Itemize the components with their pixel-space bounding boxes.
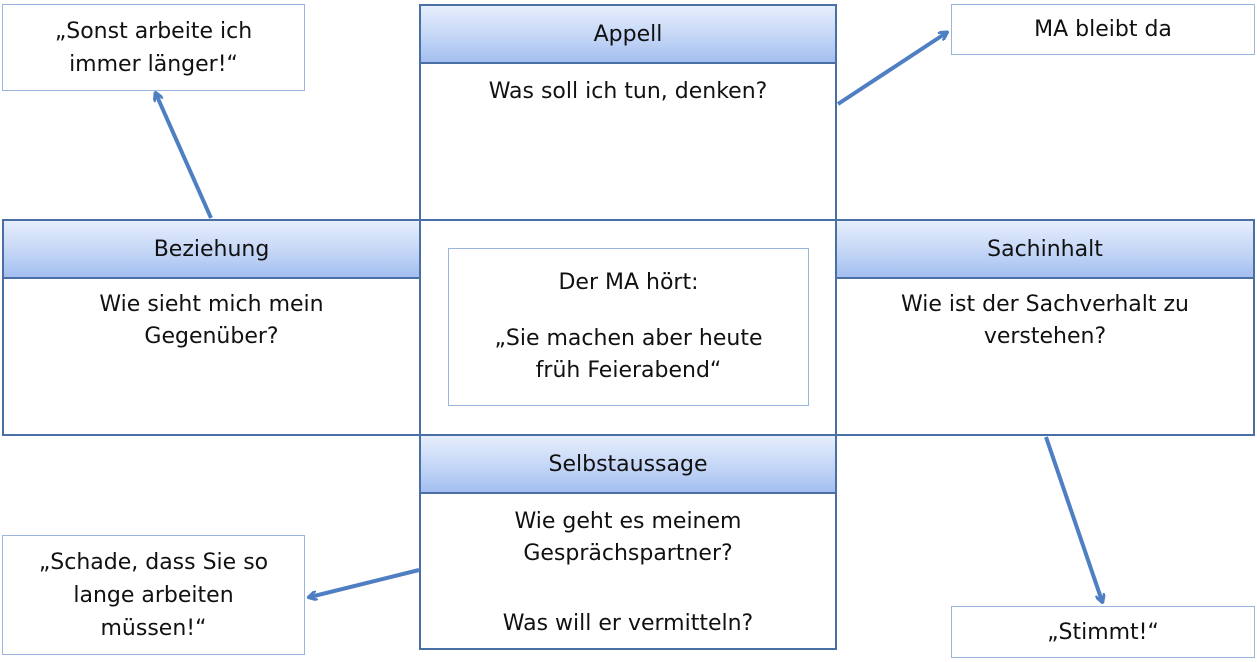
selbstaussage-panel: Selbstaussage Wie geht es meinem Gespräc… [419,434,837,650]
note-bottom-left-line-3: müssen!“ [100,615,207,641]
sachinhalt-panel: Sachinhalt Wie ist der Sachverhalt zu ve… [835,219,1255,436]
note-top-right: MA bleibt da [951,4,1255,55]
center-message-box: Der MA hört: „Sie machen aber heute früh… [448,248,809,406]
center-line-2: „Sie machen aber heute [494,326,763,351]
beziehung-header: Beziehung [4,221,419,279]
arrow-sachinhalt-to-note [1044,436,1102,601]
note-top-left: „Sonst arbeite ich immer länger!“ [2,4,305,91]
beziehung-question-line-1: Wie sieht mich mein [99,292,324,317]
note-bottom-right-text: „Stimmt!“ [1047,619,1159,645]
beziehung-question-line-2: Gegenüber? [144,324,279,349]
sachinhalt-question-line-1: Wie ist der Sachverhalt zu [901,292,1189,317]
sachinhalt-question-line-2: verstehen? [983,324,1107,349]
note-bottom-left: „Schade, dass Sie so lange arbeiten müss… [2,535,305,655]
arrow-selbstaussage-to-note [310,568,420,597]
appell-question: Was soll ich tun, denken? [488,79,768,104]
sachinhalt-header: Sachinhalt [837,221,1253,279]
note-bottom-left-line-1: „Schade, dass Sie so [38,549,269,575]
selbstaussage-question-line-1: Wie geht es meinem [514,509,742,534]
note-top-right-text: MA bleibt da [1034,17,1172,42]
arrow-beziehung-to-note [156,94,213,219]
note-top-left-line-1: „Sonst arbeite ich [54,18,253,44]
appell-header: Appell [421,6,835,64]
note-bottom-right: „Stimmt!“ [951,606,1255,658]
beziehung-panel: Beziehung Wie sieht mich mein Gegenüber? [2,219,421,436]
selbstaussage-header: Selbstaussage [421,436,835,494]
selbstaussage-question: Wie geht es meinem Gesprächspartner? Was… [421,506,835,640]
center-line-1: Der MA hört: [558,270,699,295]
selbstaussage-question-line-3: Was will er vermitteln? [502,611,754,636]
selbstaussage-question-line-2: Gesprächspartner? [523,541,733,566]
center-line-3: früh Feierabend“ [535,358,722,383]
note-top-left-line-2: immer länger!“ [69,51,238,77]
note-bottom-left-line-2: lange arbeiten [73,582,234,608]
arrow-appell-to-note [836,33,946,106]
beziehung-question: Wie sieht mich mein Gegenüber? [4,289,419,353]
sachinhalt-question: Wie ist der Sachverhalt zu verstehen? [837,289,1253,353]
